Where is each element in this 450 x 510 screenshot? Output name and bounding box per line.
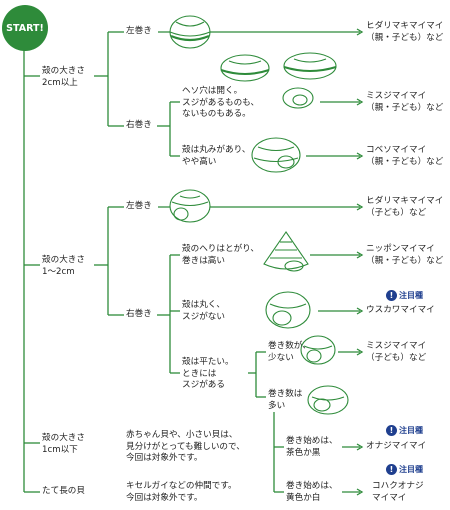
b-result-yellow: コハクオナジマイマイ bbox=[372, 481, 424, 503]
a-left-coil: 左巻き bbox=[126, 26, 152, 36]
exclamation-icon: ! bbox=[386, 290, 397, 301]
a-cond-round: 殻は丸みがあり、やや高い bbox=[182, 145, 251, 167]
b-cond-many-turns: 巻き数は多い bbox=[268, 389, 303, 411]
exclamation-icon: ! bbox=[386, 464, 397, 475]
notice-badge: !注目種 bbox=[386, 290, 423, 301]
b-result-left: ヒダリマキマイマイ（子ども）など bbox=[366, 196, 444, 218]
a-cond-navel: ヘソ穴は開く。スジがあるものも、ないものもある。 bbox=[182, 86, 260, 119]
b-cond-flat: 殻は平たい。ときにはスジがある bbox=[182, 357, 234, 390]
start-node: START! bbox=[2, 5, 48, 51]
b-result-brown: オナジマイマイ bbox=[366, 441, 427, 451]
shell-illustration bbox=[265, 291, 311, 329]
c-note: 赤ちゃん貝や、小さい貝は、見分けがとっても難しいので、今回は対象外です。 bbox=[126, 430, 245, 463]
shell-illustration bbox=[251, 137, 301, 173]
shell-illustration bbox=[300, 335, 336, 365]
exclamation-icon: ! bbox=[386, 425, 397, 436]
b-cond-round: 殻は丸く、スジがない bbox=[182, 300, 225, 322]
shell-illustration bbox=[263, 231, 309, 272]
a-right-coil: 右巻き bbox=[126, 120, 152, 130]
shell-illustration bbox=[169, 189, 211, 223]
a-result-navel: ミスジマイマイ（親・子ども）など bbox=[366, 91, 444, 113]
b-cond-start-yellow: 巻き始めは、黄色か白 bbox=[286, 481, 338, 503]
notice-badge: !注目種 bbox=[386, 425, 423, 436]
a-result-left: ヒダリマキマイマイ（親・子ども）など bbox=[366, 21, 444, 43]
tall-shell: たて長の貝 bbox=[42, 486, 85, 496]
d-note: キセルガイなどの仲間です。今回は対象外です。 bbox=[126, 481, 237, 503]
b-left-coil: 左巻き bbox=[126, 201, 152, 211]
b-result-pointed: ニッポンマイマイ（親・子ども）など bbox=[366, 244, 444, 266]
b-cond-pointed: 殻のへりはとがり、巻きは高い bbox=[182, 244, 260, 266]
shell-illustration bbox=[307, 385, 349, 415]
b-cond-start-brown: 巻き始めは、茶色か黒 bbox=[286, 436, 338, 458]
shell-illustration bbox=[169, 15, 211, 49]
shell-illustration bbox=[282, 87, 314, 109]
b-result-few: ミスジマイマイ（子ども）など bbox=[366, 341, 427, 363]
shell-illustration bbox=[220, 54, 270, 82]
notice-badge: !注目種 bbox=[386, 464, 423, 475]
b-right-coil: 右巻き bbox=[126, 309, 152, 319]
b-cond-few-turns: 巻き数が、少ない bbox=[268, 341, 311, 363]
shell-illustration bbox=[283, 52, 337, 80]
a-result-round: コベソマイマイ（親・子ども）など bbox=[366, 145, 444, 167]
b-result-round: ウスカワマイマイ bbox=[366, 305, 435, 315]
